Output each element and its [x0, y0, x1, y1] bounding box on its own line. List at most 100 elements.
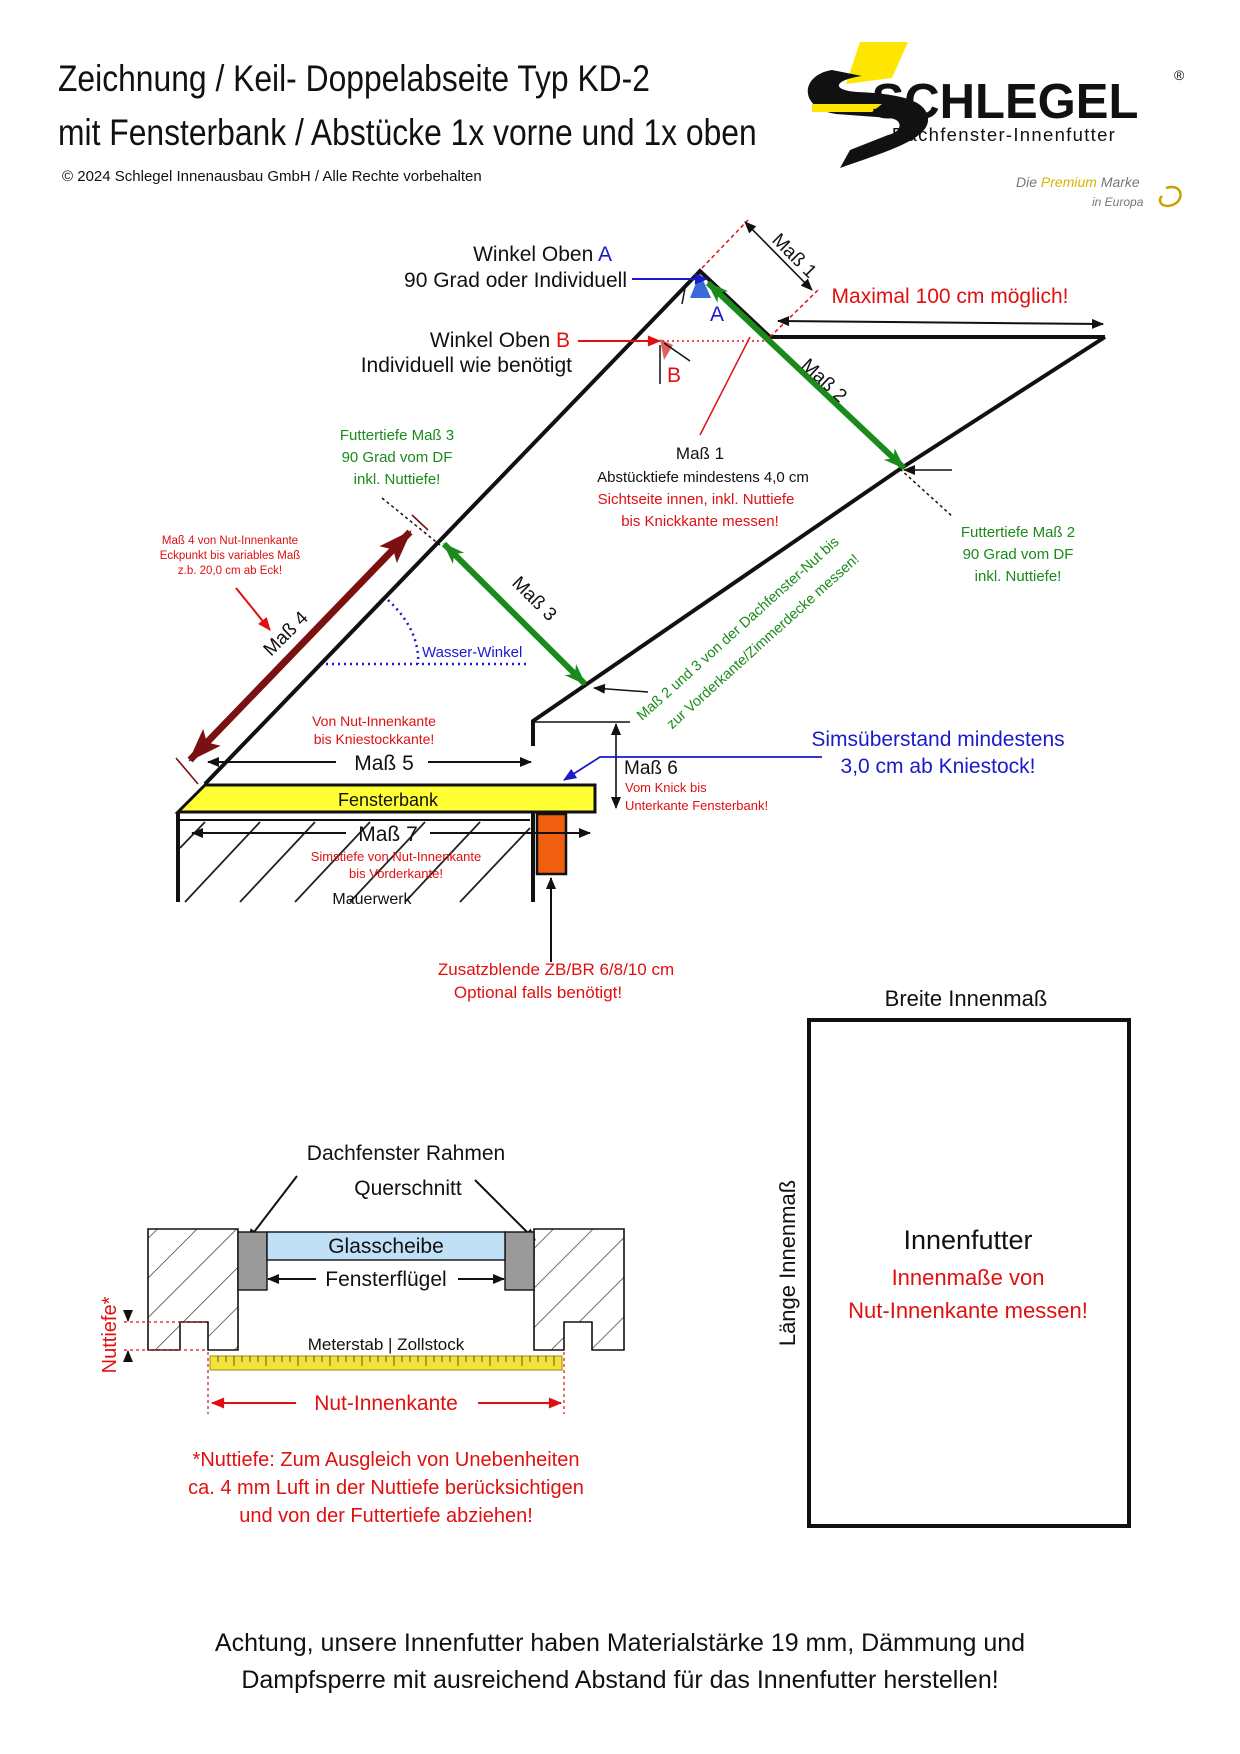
angle-b-marker	[660, 339, 673, 360]
cs-fluegel-label: Fensterflügel	[325, 1268, 446, 1291]
mass4-label: Maß 4	[260, 607, 313, 660]
cs-sash-left	[237, 1231, 268, 1291]
mass4-tick-2	[411, 514, 429, 531]
mass4-note-arrow	[235, 587, 271, 631]
logo-s-shape	[807, 70, 929, 168]
maximal-arrow	[777, 316, 1104, 329]
box-title: Innenfutter	[903, 1225, 1032, 1255]
mass1-label: Maß 1	[767, 230, 820, 283]
title-line-2: mit Fensterbank / Abstücke 1x vorne und …	[58, 112, 757, 153]
schlegel-logo: SCHLEGEL ® Dachfenster-Innenfutter Die P…	[807, 42, 1185, 209]
copyright-text: 2024 Schlegel Innenausbau GmbH / Alle Re…	[77, 168, 482, 185]
mass5-note-line1: Von Nut-Innenkante	[312, 713, 436, 729]
cs-glass-label: Glasscheibe	[328, 1235, 444, 1258]
mass1-dimension	[744, 221, 813, 291]
logo-swirl	[1158, 185, 1182, 208]
logo-swoosh-top	[846, 42, 908, 84]
mass2-label: Maß 2	[797, 355, 851, 407]
sims-line1: Simsüberstand mindestens	[811, 728, 1064, 751]
cs-frame-left	[147, 1228, 239, 1351]
diag-note-arrow	[593, 683, 649, 694]
cs-title-line2: Querschnitt	[354, 1177, 462, 1200]
mass7-label: Maß 7	[358, 823, 418, 846]
copyright: © 2024 Schlegel Innenausbau GmbH / Alle …	[62, 168, 482, 185]
sims-arrow	[563, 756, 822, 781]
box-laenge: Länge Innenmaß	[775, 1180, 800, 1346]
cs-ruler-ticks	[217, 1356, 555, 1366]
footer-line2: Dampfsperre mit ausreichend Abstand für …	[241, 1666, 999, 1694]
mauerwerk-label: Mauerwerk	[332, 891, 412, 908]
mass2-ext	[899, 468, 954, 518]
cs-sash-right	[504, 1231, 535, 1291]
wasser-arc	[387, 599, 420, 665]
angle-a-marker	[690, 273, 711, 298]
logo-subtitle: Dachfenster-Innenfutter	[892, 124, 1116, 145]
futter2-line3: inkl. Nuttiefe!	[975, 568, 1062, 585]
angle-a-letter: A	[710, 303, 724, 326]
mass1-note-line3: bis Knickkante messen!	[621, 513, 779, 530]
logo-brand: SCHLEGEL	[872, 75, 1139, 129]
zusatz-line1: Zusatzblende ZB/BR 6/8/10 cm	[438, 960, 674, 979]
innenfutter-box	[807, 1018, 1131, 1528]
mass6-note-line2: Unterkante Fensterbank!	[625, 798, 768, 813]
logo-tagline-2: in Europa	[1092, 195, 1144, 209]
mass1-note-line2: Sichtseite innen, inkl. Nuttiefe	[598, 491, 795, 508]
title-line-1: Zeichnung / Keil- Doppelabseite Typ KD-2	[58, 58, 650, 99]
logo-stripe	[812, 104, 882, 112]
cs-note-line1: *Nuttiefe: Zum Ausgleich von Unebenheite…	[193, 1449, 580, 1471]
box-note-line2: Nut-Innenkante messen!	[848, 1298, 1088, 1323]
futter2-line1: Futtertiefe Maß 2	[961, 524, 1075, 541]
mass4-dimension	[187, 529, 413, 763]
cs-note-line2: ca. 4 mm Luft in der Nuttiefe berücksich…	[188, 1477, 584, 1499]
cs-frame-right	[533, 1228, 625, 1351]
box-breite: Breite Innenmaß	[885, 986, 1048, 1011]
zusatz-line2: Optional falls benötigt!	[454, 983, 622, 1002]
futter3-line3: inkl. Nuttiefe!	[354, 471, 441, 488]
mass1-ext-1	[701, 219, 749, 269]
mass1-note-title: Maß 1	[676, 444, 724, 463]
cs-nuttiefe-label: Nuttiefe*	[99, 1296, 121, 1373]
winkel-a-label: Winkel Oben A	[473, 243, 612, 266]
mass1-note-line1: Abstücktiefe mindestens 4,0 cm	[597, 469, 809, 486]
futter3-line2: 90 Grad vom DF	[342, 449, 453, 466]
cs-arrow-right	[474, 1179, 536, 1241]
mass6-label: Maß 6	[624, 758, 678, 779]
mass5-note-line2: bis Kniestockkante!	[314, 731, 435, 747]
zusatzblende	[535, 812, 568, 876]
mass1-ext-2	[769, 289, 819, 338]
wasser-label: Wasser-Winkel	[422, 644, 522, 661]
maximal-label: Maximal 100 cm möglich!	[832, 285, 1069, 308]
fensterbank-board	[174, 783, 597, 814]
logo-tagline: Die Premium Marke	[1016, 174, 1140, 190]
cs-nut-innenkante-label: Nut-Innenkante	[314, 1392, 458, 1415]
roof-inner-outline	[531, 335, 1107, 746]
mass4-note-line2: Eckpunkt bis variables Maß	[160, 550, 301, 562]
cs-arrow-left	[247, 1175, 298, 1241]
mass4-note-line3: z.b. 20,0 cm ab Eck!	[178, 565, 282, 577]
winkel-a-sub: 90 Grad oder Individuell	[404, 269, 627, 292]
mass7-note-line1: Simstiefe von Nut-Innenkante	[311, 849, 482, 864]
angle-b-letter: B	[667, 364, 681, 387]
mass5-label: Maß 5	[354, 752, 414, 775]
mass2-dimension	[705, 280, 907, 471]
cs-glass	[266, 1231, 506, 1261]
mass6-note-line1: Vom Knick bis	[625, 780, 707, 795]
futter2-line2: 90 Grad vom DF	[963, 546, 1074, 563]
diag-note-line2: zur Vorderkante/Zimmerdecke messen!	[664, 551, 863, 732]
box-note-line1: Innenmaße von	[892, 1265, 1045, 1290]
mass7-note-line2: bis Vorderkante!	[349, 866, 443, 881]
footer-line1: Achtung, unsere Innenfutter haben Materi…	[214, 1629, 1026, 1657]
footer-warning: Achtung, unsere Innenfutter haben Materi…	[0, 1625, 1240, 1699]
mass3-ext	[381, 497, 441, 546]
logo-registered: ®	[1174, 67, 1185, 83]
mass3-dimension	[441, 541, 588, 687]
mass4-tick-1	[175, 757, 199, 785]
futter3-line1: Futtertiefe Maß 3	[340, 427, 454, 444]
cs-title-line1: Dachfenster Rahmen	[307, 1142, 505, 1165]
winkel-b-sub: Individuell wie benötigt	[361, 354, 572, 377]
cs-meterstab-label: Meterstab | Zollstock	[308, 1335, 465, 1354]
sims-line2: 3,0 cm ab Kniestock!	[841, 755, 1036, 778]
copyright-symbol: ©	[62, 168, 74, 185]
